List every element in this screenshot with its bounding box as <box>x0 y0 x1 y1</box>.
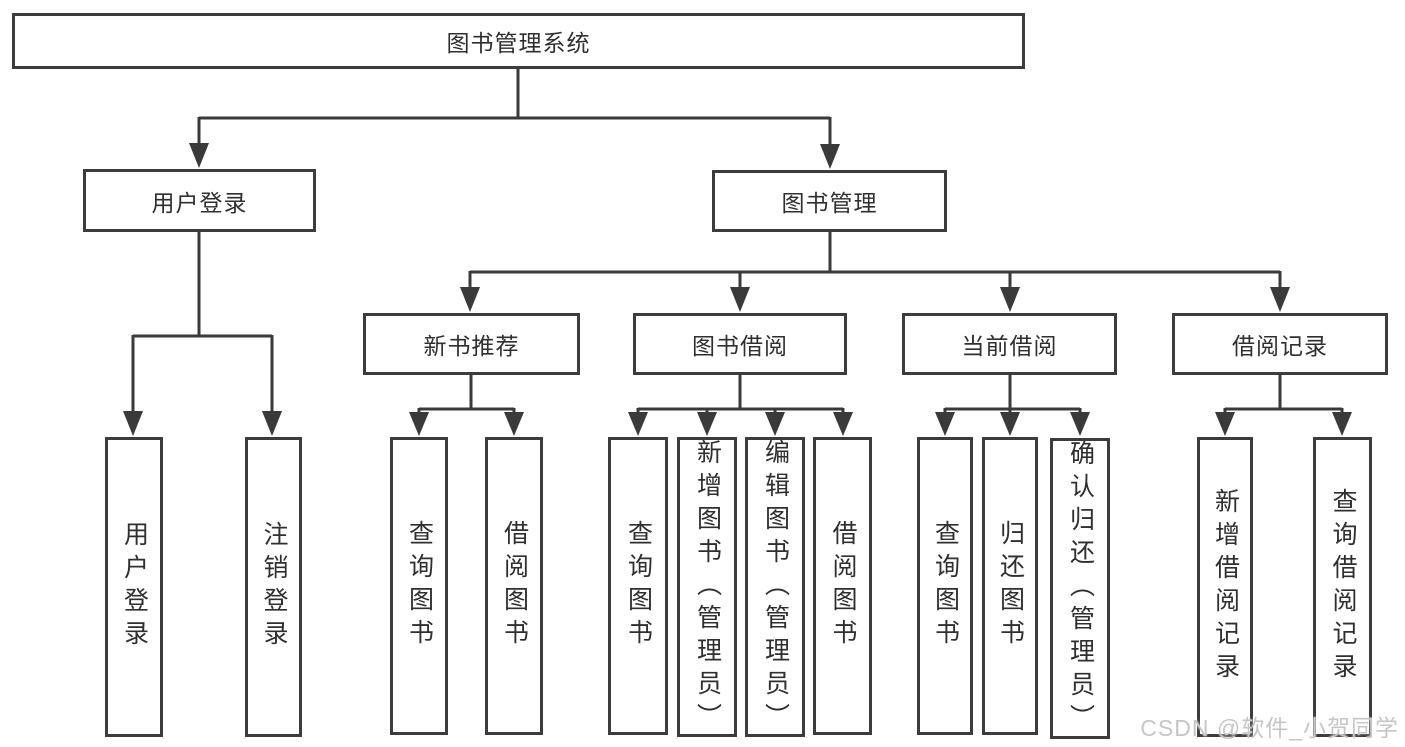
node-bb-edit: 编辑图书（管理员） <box>745 437 805 737</box>
node-current-borrow-label: 当前借阅 <box>961 333 1058 359</box>
node-logout-label: 注销登录 <box>260 521 288 653</box>
node-root-label: 图书管理系统 <box>446 30 591 56</box>
node-bb-add-label: 新增图书（管理员） <box>693 438 722 736</box>
node-new-book-rec-label: 新书推荐 <box>423 333 520 359</box>
node-nb-borrow: 借阅图书 <box>485 437 543 735</box>
arrowhead-group <box>123 143 1352 436</box>
node-new-book-rec: 新书推荐 <box>363 313 580 375</box>
watermark: CSDN @软件_小贺同学 <box>1140 715 1399 741</box>
node-bb-edit-label: 编辑图书（管理员） <box>761 438 790 736</box>
node-login-label: 用户登录 <box>120 521 149 653</box>
node-book-borrow: 图书借阅 <box>633 313 847 375</box>
node-bb-add: 新增图书（管理员） <box>677 437 737 737</box>
node-br-query-label: 查询借阅记录 <box>1329 488 1357 686</box>
node-cb-confirm-label: 确认归还（管理员） <box>1066 440 1095 737</box>
node-cb-confirm: 确认归还（管理员） <box>1050 438 1110 739</box>
node-cb-query: 查询图书 <box>917 437 973 735</box>
node-cb-query-label: 查询图书 <box>931 520 960 652</box>
node-br-add-label: 新增借阅记录 <box>1211 488 1240 686</box>
node-bb-borrow: 借阅图书 <box>813 437 872 735</box>
node-user-login-label: 用户登录 <box>151 189 248 216</box>
node-book-borrow-label: 图书借阅 <box>692 333 788 359</box>
node-cb-return-label: 归还图书 <box>996 520 1025 652</box>
node-book-mgmt-label: 图书管理 <box>781 190 878 216</box>
node-bb-query: 查询图书 <box>608 437 668 735</box>
node-book-mgmt: 图书管理 <box>712 170 947 232</box>
node-borrow-records-label: 借阅记录 <box>1232 333 1328 359</box>
node-user-login: 用户登录 <box>83 169 316 232</box>
node-login: 用户登录 <box>105 437 163 737</box>
node-bb-borrow-label: 借阅图书 <box>829 520 857 652</box>
node-br-add: 新增借阅记录 <box>1197 437 1253 737</box>
node-bb-query-label: 查询图书 <box>624 520 653 652</box>
node-current-borrow: 当前借阅 <box>902 313 1117 375</box>
node-nb-borrow-label: 借阅图书 <box>500 520 529 652</box>
node-logout: 注销登录 <box>245 437 302 737</box>
node-cb-return: 归还图书 <box>982 437 1038 735</box>
node-borrow-records: 借阅记录 <box>1172 313 1388 375</box>
node-br-query: 查询借阅记录 <box>1313 437 1372 737</box>
node-nb-query-label: 查询图书 <box>405 520 434 652</box>
node-nb-query: 查询图书 <box>390 437 448 735</box>
node-root: 图书管理系统 <box>12 13 1025 69</box>
